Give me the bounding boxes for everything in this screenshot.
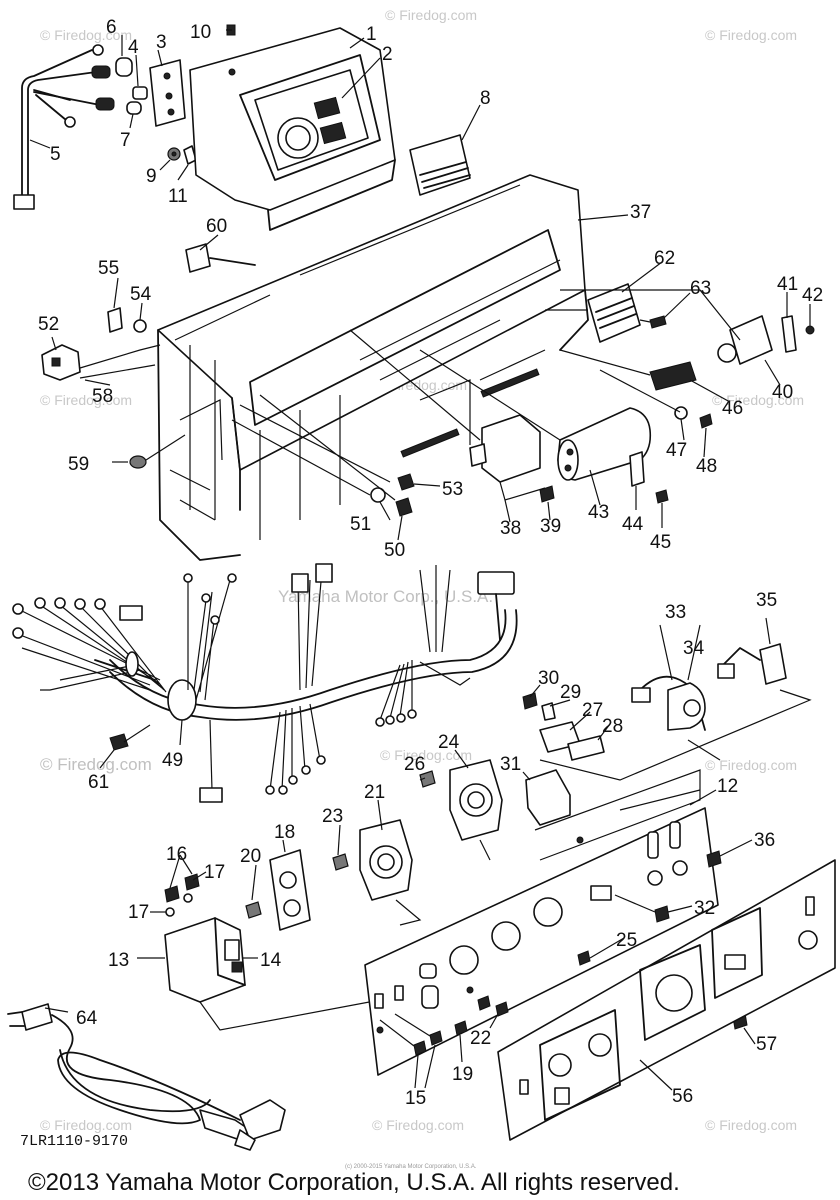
callout-58: 58 xyxy=(92,386,113,407)
callout-39: 39 xyxy=(540,516,561,537)
breaker-drawing xyxy=(164,917,381,1031)
callout-64: 64 xyxy=(76,1008,98,1029)
callout-29: 29 xyxy=(560,682,581,703)
callout-11: 11 xyxy=(168,186,188,207)
watermark-firedog: © Firedog.com xyxy=(705,27,797,43)
callout-36: 36 xyxy=(754,830,775,851)
callout-50: 50 xyxy=(384,540,405,561)
cover-56-drawing xyxy=(497,859,836,1141)
callout-17-b: 17 xyxy=(128,902,149,923)
callout-9: 9 xyxy=(146,166,157,187)
left-parts-drawing xyxy=(41,243,256,469)
callout-37: 37 xyxy=(630,202,651,223)
callout-53: 53 xyxy=(442,479,463,500)
watermark-firedog: © Firedog.com xyxy=(705,1117,797,1133)
receptacles-drawing xyxy=(164,759,503,931)
callout-32: 32 xyxy=(694,898,715,919)
callout-57: 57 xyxy=(756,1034,777,1055)
callout-43: 43 xyxy=(588,502,609,523)
callout-8: 8 xyxy=(480,88,491,109)
callout-16: 16 xyxy=(166,844,187,865)
callout-33: 33 xyxy=(665,602,686,623)
callout-12: 12 xyxy=(717,776,738,797)
callout-1: 1 xyxy=(366,24,377,45)
harness-5-drawing xyxy=(13,44,115,210)
callout-21: 21 xyxy=(364,782,385,803)
callout-41: 41 xyxy=(777,274,798,295)
callout-28: 28 xyxy=(602,716,623,737)
callout-7: 7 xyxy=(120,130,131,151)
callout-48: 48 xyxy=(696,456,717,477)
watermark-firedog: © Firedog.com xyxy=(705,757,797,773)
callout-31: 31 xyxy=(500,754,521,775)
callout-47: 47 xyxy=(666,440,687,461)
callout-49: 49 xyxy=(162,750,183,771)
callout-18: 18 xyxy=(274,822,295,843)
callout-22: 22 xyxy=(470,1028,491,1049)
callout-3: 3 xyxy=(156,32,167,53)
callout-55: 55 xyxy=(98,258,119,279)
callout-40: 40 xyxy=(772,382,793,403)
cord-64-drawing xyxy=(7,1003,286,1151)
callout-46: 46 xyxy=(722,398,743,419)
callout-24: 24 xyxy=(438,732,460,753)
callout-38: 38 xyxy=(500,518,521,539)
callout-14: 14 xyxy=(260,950,282,971)
watermark-firedog: © Firedog.com xyxy=(40,392,132,408)
callout-19: 19 xyxy=(452,1064,473,1085)
callout-52: 52 xyxy=(38,314,59,335)
part-8-drawing xyxy=(409,134,471,196)
harness-49-drawing xyxy=(12,563,518,803)
watermark-firedog: © Firedog.com xyxy=(385,7,477,23)
callout-6: 6 xyxy=(106,17,117,38)
callout-25: 25 xyxy=(616,930,637,951)
watermark-firedog: © Firedog.com xyxy=(40,755,152,774)
capacitor-area-drawing xyxy=(231,329,669,517)
callout-17: 17 xyxy=(204,862,225,883)
drawing-code: 7LR1110-9170 xyxy=(20,1133,128,1150)
callout-59: 59 xyxy=(68,454,89,475)
callout-62: 62 xyxy=(654,248,675,269)
watermark-firedog: © Firedog.com xyxy=(372,1117,464,1133)
watermark-firedog: © Firedog.com xyxy=(712,392,804,408)
footer-copyright: ©2013 Yamaha Motor Corporation, U.S.A. A… xyxy=(28,1169,680,1196)
callout-63: 63 xyxy=(690,278,711,299)
watermark-firedog: © Firedog.com xyxy=(40,1117,132,1133)
callout-2: 2 xyxy=(382,44,393,65)
watermark-firedog: © Firedog.com xyxy=(40,27,132,43)
panel-12-drawing xyxy=(364,769,719,1076)
callout-45: 45 xyxy=(650,532,671,553)
callout-10: 10 xyxy=(190,22,211,43)
callout-labels: 1 2 3 4 5 6 7 8 9 10 11 12 13 14 15 16 1… xyxy=(38,17,823,1109)
callout-56: 56 xyxy=(672,1086,693,1107)
callout-60: 60 xyxy=(206,216,227,237)
leader-lines xyxy=(29,29,811,1091)
callout-4: 4 xyxy=(128,37,139,58)
callout-27: 27 xyxy=(582,700,603,721)
callout-23: 23 xyxy=(322,806,343,827)
callout-42: 42 xyxy=(802,285,823,306)
tiny-notice: (c) 2000-2015 Yamaha Motor Corporation, … xyxy=(345,1164,477,1170)
callout-5: 5 xyxy=(50,144,61,165)
callout-61: 61 xyxy=(88,772,109,793)
callout-13: 13 xyxy=(108,950,129,971)
control-box-cover-drawing xyxy=(189,27,396,231)
watermark-layer: © Firedog.com © Firedog.com © Firedog.co… xyxy=(40,7,804,1133)
right-upper-parts-drawing xyxy=(545,283,815,429)
callout-51: 51 xyxy=(350,514,371,535)
callout-20: 20 xyxy=(240,846,261,867)
callout-44: 44 xyxy=(622,514,644,535)
callout-30: 30 xyxy=(538,668,559,689)
callout-35: 35 xyxy=(756,590,777,611)
watermark-firedog: © Firedog.com xyxy=(380,747,472,763)
callout-26: 26 xyxy=(404,754,425,775)
callout-54: 54 xyxy=(130,284,152,305)
callout-15: 15 xyxy=(405,1088,426,1109)
screws-drawing xyxy=(379,850,748,1056)
callout-34: 34 xyxy=(683,638,705,659)
watermark-yamaha: Yamaha Motor Corp., U.S.A. xyxy=(278,587,493,606)
